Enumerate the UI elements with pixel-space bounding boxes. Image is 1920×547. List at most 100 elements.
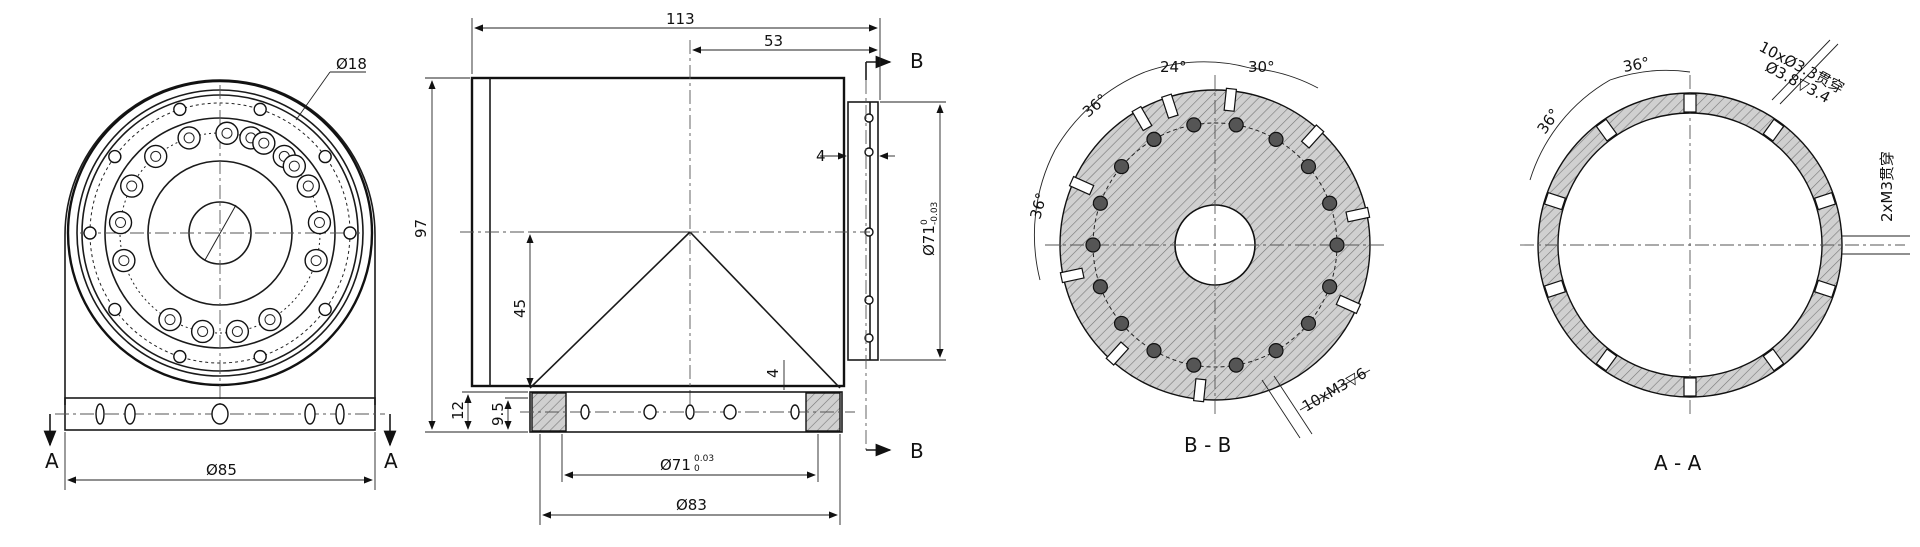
dim-d71h: Ø71: [660, 456, 691, 474]
side-cone-right: [689, 231, 841, 389]
dim-d71v-tol-bot: -0.03: [930, 202, 940, 225]
front-counterbore-hole: [215, 121, 239, 145]
dim-d53: 53: [764, 32, 783, 50]
aa-angle-arc-b: [1529, 79, 1611, 181]
section-b-top-label: B: [910, 49, 924, 73]
front-flange-bolt: [343, 226, 357, 240]
front-flange-bolt: [108, 149, 122, 164]
side-flange-hole: [864, 147, 874, 157]
bb-through-hole: [1085, 237, 1101, 253]
front-counterbore-hole: [252, 131, 276, 155]
front-flange-bolt: [318, 149, 332, 164]
bb-radial-slot: [1059, 267, 1085, 284]
side-right-flange: [847, 101, 879, 361]
bb-radial-slot: [1105, 341, 1130, 366]
dim-d45: 45: [511, 299, 529, 318]
section-a-right-label: A: [384, 449, 398, 473]
side-cone-left: [529, 231, 691, 389]
front-flange-bolt: [173, 349, 187, 364]
bb-angle-30: 30°: [1248, 58, 1275, 76]
front-flange-bolt: [253, 349, 267, 364]
bb-through-hole: [1300, 315, 1317, 332]
bb-radial-slot: [1300, 124, 1325, 149]
side-flange-hole: [864, 113, 874, 123]
bb-thread-shelf: [1299, 369, 1371, 411]
front-counterbore-inner: [126, 180, 138, 192]
bb-through-hole: [1300, 158, 1317, 175]
side-view: B B 113 53 97 45 12 9.5 4 4: [412, 10, 946, 525]
front-view: A A Ø18 Ø85: [43, 55, 398, 490]
front-counterbore-inner: [115, 217, 127, 229]
bb-through-hole: [1186, 357, 1202, 373]
bb-thread-callout: 10xM3▽6: [1299, 364, 1370, 415]
bb-angle-36b: 36°: [1026, 191, 1050, 221]
front-counterbore-inner: [264, 314, 276, 326]
bb-through-hole: [1228, 117, 1244, 133]
bb-section-title: B - B: [1184, 433, 1231, 457]
front-counterbore-inner: [164, 314, 176, 326]
side-flange-hole: [864, 295, 874, 305]
front-base-hole: [335, 403, 345, 425]
aa-radial-slot: [1813, 279, 1837, 299]
dim-d113: 113: [666, 10, 695, 28]
front-bore-leader: [204, 204, 237, 261]
front-counterbore-inner: [231, 325, 243, 337]
d18-leader: [295, 71, 331, 121]
aa-radial-slot: [1595, 118, 1618, 142]
front-counterbore-hole: [282, 154, 307, 178]
front-counterbore-inner: [150, 150, 162, 162]
bb-radial-slot: [1345, 206, 1371, 223]
bb-angle-arc-36b: [1033, 149, 1056, 281]
bb-radial-slot: [1160, 93, 1179, 119]
aa-section-title: A - A: [1654, 451, 1702, 475]
front-flange-bolt: [253, 102, 267, 117]
aa-radial-slot: [1683, 93, 1697, 113]
front-counterbore-inner: [313, 217, 325, 229]
front-counterbore-hole: [158, 307, 182, 332]
aa-angle-b: 36°: [1534, 105, 1564, 137]
front-counterbore-hole: [296, 174, 320, 198]
section-a-left-label: A: [45, 449, 59, 473]
dim-d95: 9.5: [489, 402, 507, 426]
aa-radial-slot: [1683, 377, 1697, 397]
bb-angle-24: 24°: [1160, 58, 1187, 76]
front-flange-bolt: [83, 226, 97, 240]
bb-angle-arc-30: [1249, 67, 1319, 89]
bb-thread-leader-b: [1273, 375, 1313, 435]
front-counterbore-inner: [258, 137, 270, 149]
dim-d85: Ø85: [206, 461, 237, 479]
dim-d71h-tol-bot: 0: [694, 464, 700, 474]
bb-through-hole: [1322, 195, 1338, 211]
front-counterbore-hole: [108, 210, 133, 235]
bb-through-hole: [1322, 279, 1338, 295]
bb-slot-pattern: [1059, 87, 1371, 403]
front-base-holes: [95, 403, 345, 425]
side-base-hole: [580, 404, 590, 420]
side-base-holes: [580, 404, 800, 420]
bb-through-hole: [1146, 131, 1162, 147]
front-counterbore-hole: [177, 126, 201, 150]
aa-callout-leader-a: [1771, 39, 1831, 101]
section-b-bottom-label: B: [910, 439, 924, 463]
aa-angle-a: 36°: [1622, 54, 1651, 76]
side-base-hole: [643, 404, 657, 420]
bb-radial-slot: [1131, 105, 1153, 132]
aa-angle-arc-a: [1609, 69, 1691, 81]
aa-radial-slot: [1543, 279, 1567, 299]
section-aa-view: 2xM3贯穿 36° 36° 10xØ3.3贯穿 Ø3.8▽3.4 A - A: [1520, 38, 1910, 475]
side-base-hole: [723, 404, 737, 420]
aa-radial-slot: [1543, 191, 1567, 211]
bb-angle-arc-36a: [1054, 71, 1146, 151]
front-counterbore-hole: [190, 319, 215, 344]
aa-radial-slot: [1595, 348, 1618, 372]
aa-slot-pattern: [1543, 93, 1837, 397]
front-base-hole: [95, 403, 105, 425]
bb-radial-slot: [1335, 294, 1362, 315]
side-base-hole: [685, 404, 695, 420]
bb-through-hole: [1146, 343, 1162, 359]
aa-radial-slot: [1813, 191, 1837, 211]
bb-angle-arc-24: [1144, 61, 1251, 73]
front-counterbore-inner: [183, 132, 195, 144]
front-flange-bolt: [318, 302, 332, 317]
